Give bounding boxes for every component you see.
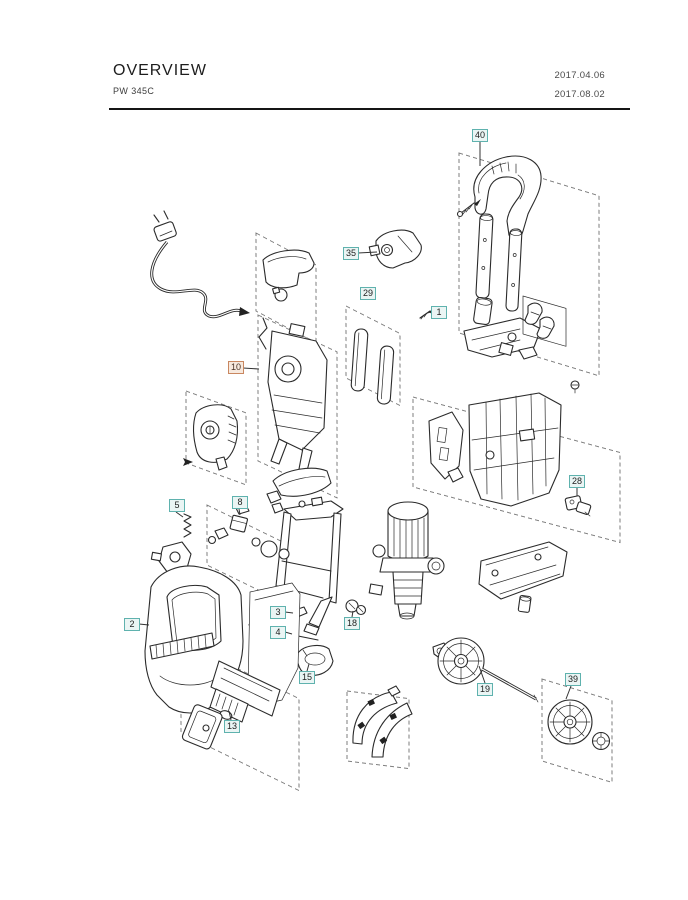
power-cord	[150, 210, 250, 319]
callout-35[interactable]: 35	[343, 247, 360, 260]
group-box-10-upper	[255, 232, 317, 344]
wheel-19	[432, 637, 539, 703]
part-28-switch	[564, 495, 592, 517]
rear-housing	[468, 392, 562, 507]
leader-lines	[138, 142, 578, 721]
callout-3[interactable]: 3	[270, 606, 286, 619]
callout-40[interactable]: 40	[472, 129, 489, 142]
header-rule	[109, 108, 630, 110]
callout-28[interactable]: 28	[569, 475, 586, 488]
handle-base-bracket	[463, 317, 542, 360]
callout-1[interactable]: 1	[431, 306, 447, 319]
motor-assembly	[258, 317, 328, 472]
grip-sleeves	[350, 328, 395, 405]
callout-15[interactable]: 15	[299, 671, 316, 684]
handle-screw	[456, 199, 481, 218]
part-35-bracket	[368, 229, 422, 269]
group-box-chassis	[412, 396, 621, 544]
handle-assembly	[456, 155, 567, 360]
callout-4[interactable]: 4	[270, 626, 286, 639]
base-tray	[478, 541, 568, 613]
control-panel	[183, 404, 239, 471]
model-number: PW 345C	[113, 86, 155, 96]
callout-8[interactable]: 8	[232, 496, 248, 509]
part-5-spring	[150, 513, 192, 574]
pointer-arrow	[183, 458, 193, 466]
chassis-bracket	[428, 411, 464, 483]
tank-cover	[262, 249, 315, 302]
pump-assembly	[368, 501, 445, 620]
filter-assembly	[181, 660, 281, 750]
date-revised: 2017.08.02	[554, 89, 605, 100]
fender-shells	[352, 685, 413, 758]
part-15-cap	[296, 644, 334, 676]
group-box-fenders	[346, 690, 410, 770]
callout-19[interactable]: 19	[477, 683, 494, 696]
tube-connector	[473, 296, 493, 326]
small-screw	[570, 380, 580, 394]
callout-18[interactable]: 18	[344, 617, 361, 630]
callout-13[interactable]: 13	[224, 720, 241, 733]
soap-cover	[266, 467, 332, 514]
date-created: 2017.04.06	[554, 70, 605, 81]
hose-hooks	[522, 295, 567, 347]
page-title: OVERVIEW	[113, 62, 207, 79]
callout-2[interactable]: 2	[124, 618, 140, 631]
revision-dates: 2017.04.06 2017.08.02	[554, 66, 605, 104]
group-box-39	[541, 678, 613, 784]
callout-5[interactable]: 5	[169, 499, 185, 512]
callout-10[interactable]: 10	[228, 361, 245, 374]
wheel-39	[547, 699, 611, 751]
handle-tube-right	[505, 228, 523, 312]
part-18-fitting	[345, 599, 367, 616]
handle-tube-left	[475, 213, 494, 299]
group-8-parts	[207, 504, 250, 545]
callout-39[interactable]: 39	[565, 673, 582, 686]
callout-29[interactable]: 29	[360, 287, 377, 300]
group-box-panel	[185, 390, 247, 486]
